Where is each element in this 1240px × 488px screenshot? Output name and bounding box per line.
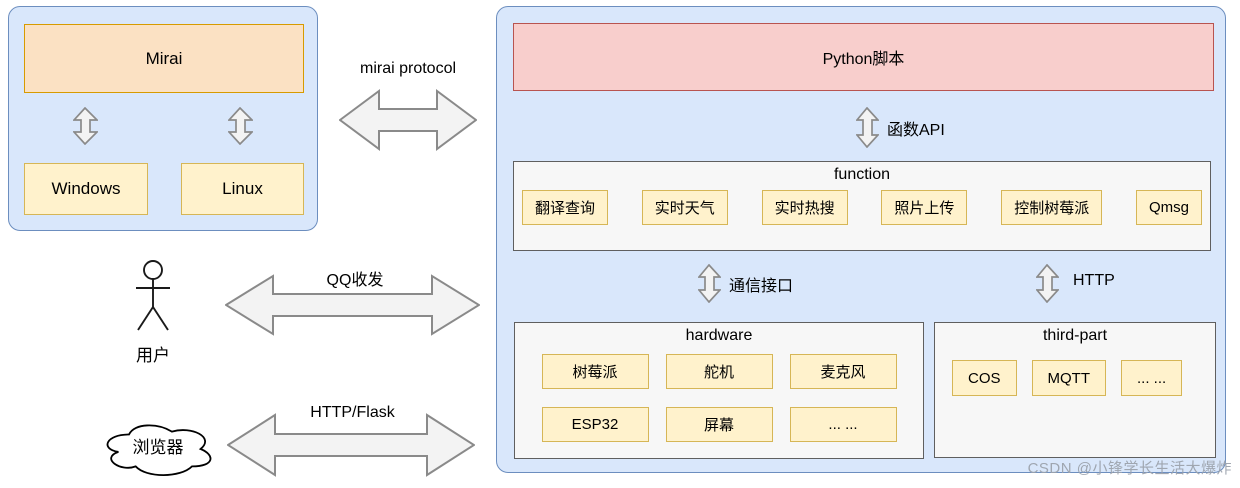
mirai-panel: Mirai Windows Linux [8, 6, 318, 231]
function-api-label: 函数API [887, 122, 945, 139]
mirai-label: Mirai [145, 48, 183, 68]
hardware-chip: 屏幕 [665, 407, 773, 442]
function-chip: 照片上传 [881, 190, 968, 225]
vertical-double-arrow-icon [228, 107, 253, 145]
hardware-chip: 舵机 [665, 354, 773, 389]
horizontal-double-arrow-icon [227, 413, 475, 477]
function-chip: 控制树莓派 [1001, 190, 1103, 225]
function-group-title: function [833, 166, 891, 183]
hardware-chip: ... ... [789, 407, 897, 442]
third-part-chip-row: COS MQTT ... ... [935, 360, 1215, 396]
vertical-double-arrow-icon [856, 107, 879, 148]
hardware-group-title: hardware [685, 327, 753, 344]
third-part-chip: COS [952, 360, 1017, 396]
http-label: HTTP [1073, 272, 1115, 289]
function-chip: 翻译查询 [522, 190, 609, 225]
csdn-watermark: CSDN @小锋学长生活大爆炸 [1027, 460, 1232, 477]
third-part-chip: ... ... [1121, 360, 1183, 396]
windows-box: Windows [24, 163, 148, 215]
python-panel: Python脚本 函数API function 翻译查询 实时天气 实时热搜 照… [496, 6, 1226, 473]
browser-cloud-icon [106, 424, 212, 476]
user-actor-icon [136, 260, 170, 331]
browser-label: 浏览器 [132, 438, 184, 457]
hardware-chip-grid: 树莓派 舵机 麦克风 ESP32 屏幕 ... ... [515, 354, 923, 442]
function-chip: 实时热搜 [761, 190, 848, 225]
vertical-double-arrow-icon [1036, 264, 1059, 303]
linux-label: Linux [222, 179, 263, 198]
mirai-box: Mirai [24, 24, 304, 93]
windows-label: Windows [51, 179, 121, 198]
horizontal-double-arrow-icon [339, 89, 477, 151]
function-group: function 翻译查询 实时天气 实时热搜 照片上传 控制树莓派 Qmsg [513, 161, 1211, 251]
hardware-chip: ESP32 [541, 407, 649, 442]
function-chip: 实时天气 [641, 190, 728, 225]
vertical-double-arrow-icon [73, 107, 98, 145]
hardware-chip: 树莓派 [541, 354, 649, 389]
third-part-group: third-part COS MQTT ... ... [934, 322, 1216, 458]
horizontal-double-arrow-icon [225, 274, 480, 336]
hardware-group: hardware 树莓派 舵机 麦克风 ESP32 屏幕 ... ... [514, 322, 924, 459]
user-label: 用户 [136, 346, 170, 365]
function-chip: Qmsg [1135, 190, 1202, 225]
http-flask-label: HTTP/Flask [310, 404, 395, 421]
mirai-protocol-label: mirai protocol [359, 60, 457, 77]
hardware-chip: 麦克风 [789, 354, 897, 389]
linux-box: Linux [181, 163, 304, 215]
python-script-box: Python脚本 [513, 23, 1214, 91]
function-chip-row: 翻译查询 实时天气 实时热搜 照片上传 控制树莓派 Qmsg [514, 184, 1210, 225]
vertical-double-arrow-icon [698, 264, 721, 303]
third-part-chip: MQTT [1031, 360, 1107, 396]
third-part-group-title: third-part [1042, 327, 1108, 344]
qq-label: QQ收发 [326, 272, 384, 289]
python-script-label: Python脚本 [822, 51, 905, 68]
comm-interface-label: 通信接口 [729, 278, 794, 295]
